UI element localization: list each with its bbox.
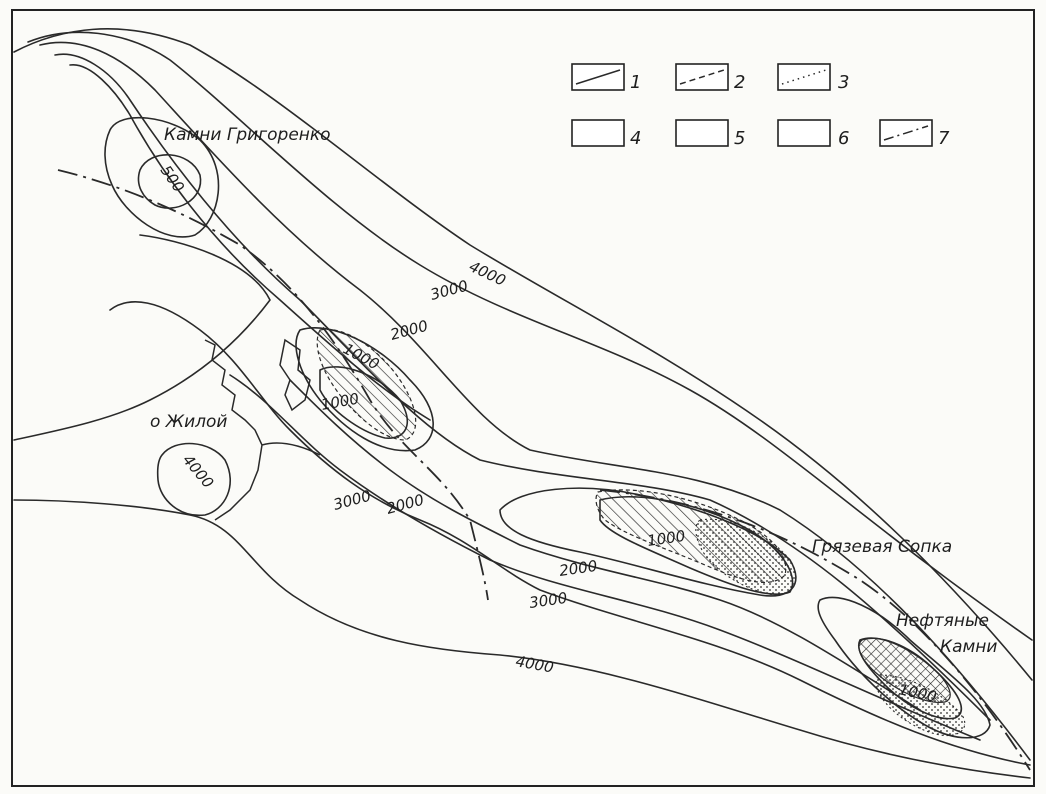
isoline-closed-500 [137, 154, 202, 209]
legend-box-diagonal-hatch [675, 119, 729, 147]
legend: 1 2 3 4 5 6 7 [571, 63, 950, 149]
legend-number: 1 [630, 72, 641, 93]
legend-item-7: 7 [879, 119, 950, 149]
isoline-sw-3000 [229, 374, 981, 741]
isoline-closed-1000 [104, 116, 220, 238]
isoline-sw-2000 [289, 379, 921, 711]
axis-line-main [57, 169, 489, 601]
label-o-zhiloy: о Жилой [150, 412, 227, 432]
facies-areas [316, 328, 966, 737]
legend-symbol-dashed-line [679, 69, 725, 85]
legend-number: 3 [838, 72, 849, 93]
legend-number: 7 [938, 128, 950, 149]
isopach-lines [13, 28, 1033, 779]
isoline-label-4000: 4000 [466, 257, 508, 289]
legend-symbol-dotted-line [781, 69, 827, 85]
isoline-1500 [54, 53, 991, 721]
legend-box-crosshatch [571, 119, 625, 147]
label-gryazevaya-sopka: Грязевая Сопка [812, 537, 952, 557]
legend-number: 4 [630, 128, 641, 149]
isoline-label-3000: 3000 [528, 589, 568, 612]
place-names: Камни Григоренко о Жилой Грязевая Сопка … [150, 125, 997, 657]
isoline-labels: 500 1000 1000 1000 1000 2000 2000 2000 3… [157, 162, 939, 706]
isoline-closed-neftyanye [817, 596, 991, 739]
isoline-label-4000: 4000 [179, 451, 217, 492]
isoline-2000-ne [39, 41, 1031, 761]
label-neftyanye: Нефтяные [896, 611, 989, 631]
coastline-zhiloy [204, 338, 321, 521]
legend-item-1: 1 [571, 63, 641, 93]
legend-number: 6 [838, 128, 849, 149]
legend-number: 2 [734, 72, 745, 93]
axis-line-se [599, 489, 1031, 771]
isoline-label-1000: 1000 [646, 527, 686, 550]
label-kamni-grigorenko: Камни Григоренко [164, 125, 331, 145]
isoline-3000-ne [27, 31, 1033, 641]
isoline-label-4000: 4000 [514, 652, 555, 676]
isoline-closed-2000-central [295, 327, 434, 452]
legend-item-2: 2 [675, 63, 745, 93]
isoline-label-3000: 3000 [428, 277, 470, 304]
legend-item-4: 4 [571, 119, 641, 149]
legend-item-3: 3 [777, 63, 849, 93]
coastline [204, 338, 321, 521]
isoline-4000-outer-ne [13, 28, 1033, 681]
dash-dot-lines [57, 169, 1031, 771]
stippled-area-neftyanye [875, 674, 966, 737]
isoline-outer-sw [13, 499, 1031, 779]
legend-symbol-dash-dot-line [883, 125, 929, 141]
legend-symbol-solid-line [575, 69, 621, 85]
isoline-sw-mid [109, 301, 1031, 766]
legend-item-6: 6 [777, 119, 849, 149]
isoline-sw-inner [13, 234, 271, 441]
legend-item-5: 5 [675, 119, 745, 149]
isoline-label-3000: 3000 [331, 487, 373, 514]
legend-box-solid-line [571, 63, 625, 91]
isoline-label-2000: 2000 [558, 557, 598, 580]
map-frame [11, 9, 1035, 787]
legend-number: 5 [734, 128, 745, 149]
label-kamni: Камни [940, 637, 997, 657]
stippled-area-gryazevaya [695, 518, 797, 596]
legend-box-stipple [777, 119, 831, 147]
hatched-area-central [316, 328, 417, 441]
isoline-closed-4000-island [156, 442, 231, 517]
